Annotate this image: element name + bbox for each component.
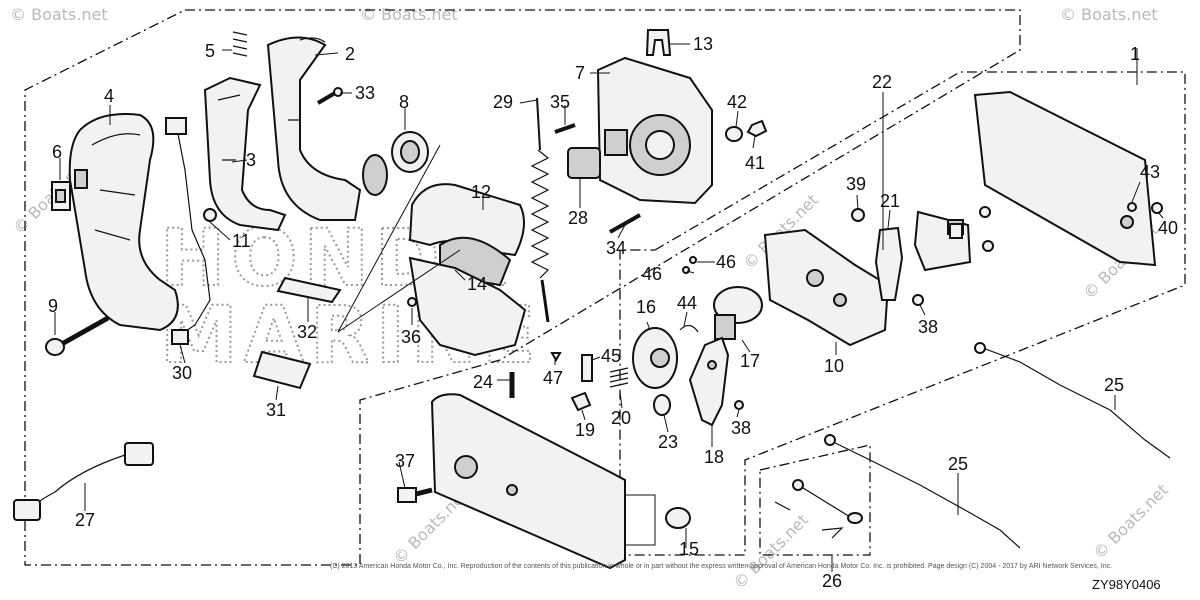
callout-7: 7: [575, 63, 585, 83]
bracket-part: [763, 228, 890, 347]
bolt-37-part: [397, 487, 433, 503]
callout-38-lower: 38: [731, 418, 751, 438]
callout-20: 20: [611, 408, 631, 428]
callout-2: 2: [345, 44, 355, 64]
callout-12: 12: [471, 182, 491, 202]
wiring-harness-part: [165, 117, 211, 345]
callout-38-right: 38: [918, 317, 938, 337]
diagram-code: ZY98Y0406: [1092, 577, 1161, 592]
callout-32: 32: [297, 322, 317, 342]
callout-21: 21: [880, 191, 900, 211]
bushing-part: [391, 131, 429, 173]
callout-6: 6: [52, 142, 62, 162]
handle-cover-part: [266, 36, 388, 221]
cable-29-part: [530, 97, 550, 323]
assembly-22-outline: [619, 71, 1186, 556]
callout-25-lower: 25: [948, 454, 968, 474]
labels-part: [252, 276, 342, 390]
callout-26: 26: [822, 571, 842, 591]
callout-25-upper: 25: [1104, 375, 1124, 395]
callout-37: 37: [395, 451, 415, 471]
callout-5: 5: [205, 41, 215, 61]
gear-part: [713, 286, 763, 340]
assembly-outlines: [24, 9, 1186, 566]
spring-part: [232, 31, 248, 57]
callout-46-left: 46: [642, 264, 662, 284]
fasteners-part: [407, 119, 1163, 416]
callout-45: 45: [601, 346, 621, 366]
watermark-site-2: © Boats.net: [360, 5, 458, 24]
callout-29: 29: [493, 92, 513, 112]
callout-1: 1: [1130, 44, 1140, 64]
switch-bracket-part: [913, 210, 972, 272]
callout-44: 44: [677, 293, 697, 313]
cable-kit-part: [774, 479, 863, 539]
watermark-site-8: © Boats.net: [1089, 480, 1171, 562]
callout-39: 39: [846, 174, 866, 194]
callout-14: 14: [467, 274, 487, 294]
callout-41: 41: [745, 153, 765, 173]
housing-plate-part: [596, 56, 713, 205]
lever-part: [688, 336, 730, 427]
assembly-26-outline: [759, 444, 871, 556]
callout-10: 10: [824, 356, 844, 376]
callout-4: 4: [104, 86, 114, 106]
callout-30: 30: [172, 363, 192, 383]
callout-16: 16: [636, 297, 656, 317]
callout-15: 15: [679, 539, 699, 559]
copyright-notice: (C) 2013 American Honda Motor Co., Inc. …: [330, 563, 1112, 570]
leader-lines: [54, 43, 1164, 572]
callout-46-right: 46: [716, 252, 736, 272]
handle-grip-part: [68, 113, 179, 332]
callout-28: 28: [568, 208, 588, 228]
screw-33-part: [316, 87, 343, 105]
callout-23: 23: [658, 432, 678, 452]
plate-21-part: [874, 226, 904, 301]
switch-part: [567, 147, 601, 179]
callout-18: 18: [704, 447, 724, 467]
pin-part: [45, 315, 110, 356]
callout-35: 35: [550, 92, 570, 112]
callout-24: 24: [473, 372, 493, 392]
callout-47: 47: [543, 368, 563, 388]
callout-17: 17: [740, 351, 760, 371]
callout-31: 31: [266, 400, 286, 420]
callout-40: 40: [1158, 218, 1178, 238]
callout-42: 42: [727, 92, 747, 112]
back-plate-part: [973, 90, 1157, 267]
callout-27: 27: [75, 510, 95, 530]
callout-labels: 1 2 3 4 5 6 7 8 9 10 11 12 13 14 15 16 1…: [48, 34, 1178, 591]
clip-part: [203, 208, 217, 222]
assembly-1-outline: [24, 9, 1021, 566]
cap-15-part: [665, 507, 691, 529]
watermark-site-1: © Boats.net: [10, 5, 108, 24]
callout-22: 22: [872, 72, 892, 92]
callout-43: 43: [1140, 162, 1160, 182]
callout-34: 34: [606, 238, 626, 258]
cap-part: [51, 181, 71, 211]
callout-3: 3: [246, 150, 256, 170]
callout-9: 9: [48, 296, 58, 316]
extension-harness-part: [13, 442, 154, 521]
control-cables-part: [824, 342, 1171, 549]
callout-33: 33: [355, 83, 375, 103]
callout-13: 13: [693, 34, 713, 54]
cam-part: [632, 327, 678, 389]
handle-frame-part: [203, 76, 287, 232]
callout-11: 11: [232, 231, 251, 251]
callout-36: 36: [401, 327, 421, 347]
watermark-site-7: © Boats.net: [729, 510, 811, 592]
lower-cover-part: [430, 372, 626, 570]
watermark-site-3: © Boats.net: [1060, 5, 1158, 24]
callout-19: 19: [575, 420, 595, 440]
clip-13-part: [645, 29, 672, 56]
callout-8: 8: [399, 92, 409, 112]
